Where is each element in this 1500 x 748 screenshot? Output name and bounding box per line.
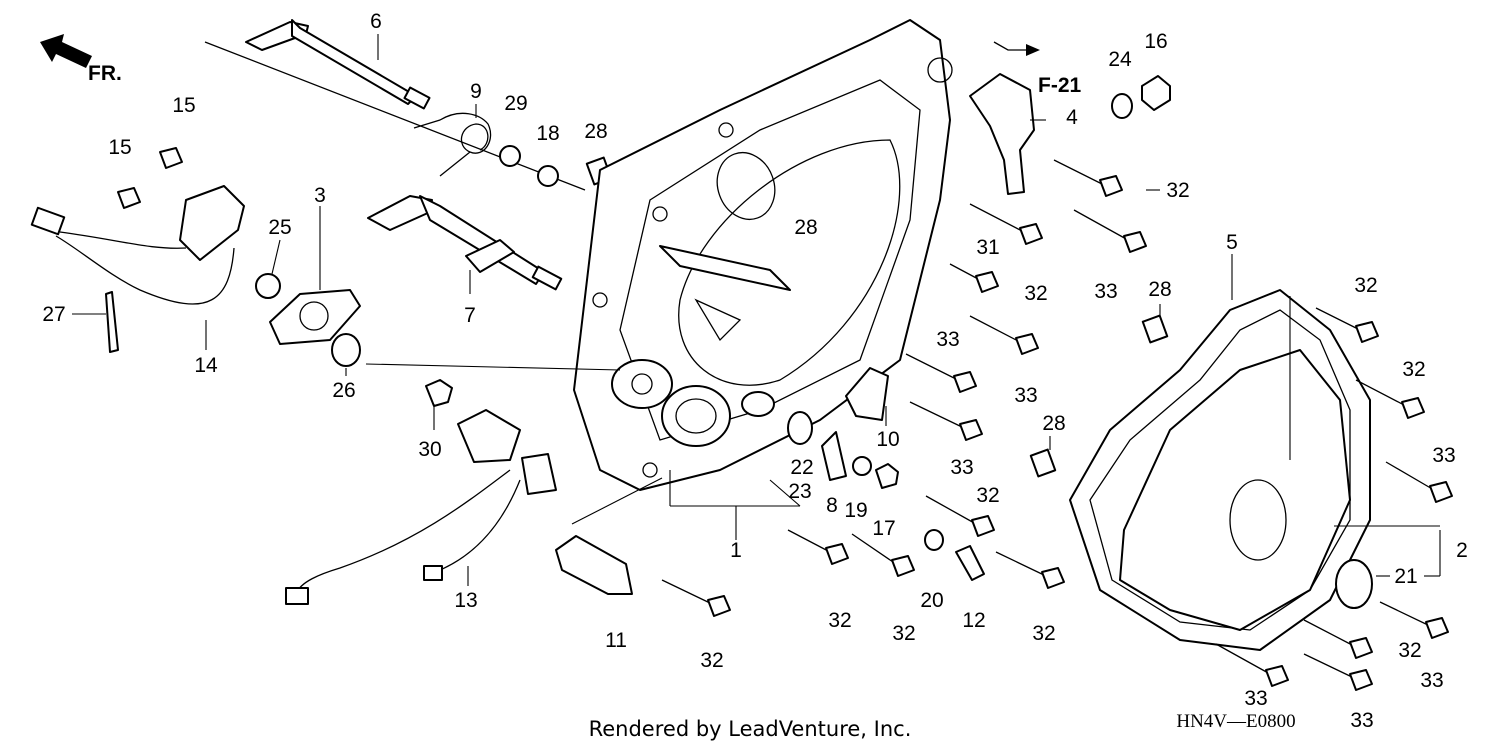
callout-17: 17 [872, 517, 895, 540]
o-ring-25-part [255, 273, 281, 299]
nut-17-part [875, 463, 899, 489]
shift-shaft-part [245, 19, 431, 110]
callout-13: 13 [454, 589, 477, 612]
ref-arrow-icon [993, 41, 1040, 56]
callout-20: 20 [920, 589, 943, 612]
callout-33c: 33 [1014, 384, 1037, 407]
callout-25: 25 [268, 216, 291, 239]
callout-33f: 33 [1420, 669, 1443, 692]
bolts-group [117, 147, 1453, 691]
callout-7: 7 [464, 304, 476, 327]
callout-32a: 32 [1166, 179, 1189, 202]
ref-label: F-21 [1038, 74, 1082, 97]
callout-33a: 33 [1094, 280, 1117, 303]
callout-33b: 33 [936, 328, 959, 351]
credit-text: Rendered by LeadVenture, Inc. [589, 717, 912, 741]
washer-19-part [852, 456, 872, 476]
rod-part [555, 535, 633, 595]
callout-labels: 1 2 3 4 5 6 7 8 9 10 11 12 13 14 15 15 1… [42, 10, 1468, 732]
callout-27: 27 [42, 303, 65, 326]
o-ring-26-part [331, 333, 361, 367]
collar-22-part [787, 411, 813, 445]
direction-label: FR. [88, 62, 122, 85]
callout-23a: 23 [788, 480, 811, 503]
circlip-part [499, 145, 521, 167]
callout-9: 9 [470, 80, 482, 103]
bracket-part [969, 73, 1035, 195]
callout-14: 14 [194, 354, 218, 377]
callout-3: 3 [314, 184, 326, 207]
callout-2: 2 [1456, 539, 1468, 562]
callout-10: 10 [876, 428, 899, 451]
crankcase-cover-part [573, 19, 953, 491]
guide-line [204, 41, 586, 191]
callout-18: 18 [536, 122, 559, 145]
callout-28c: 28 [1148, 278, 1171, 301]
diagram-code: HN4V—E0800 [1176, 711, 1295, 732]
sensor-harness-part [30, 185, 245, 305]
callout-32j: 32 [700, 649, 723, 672]
callout-33g: 33 [1244, 687, 1267, 710]
callout-12: 12 [962, 609, 985, 632]
callout-32f: 32 [1398, 639, 1421, 662]
callout-11: 11 [605, 629, 627, 652]
front-arrow-icon [40, 34, 92, 68]
dowel-pin-part [1029, 448, 1057, 478]
callout-32e: 32 [976, 484, 999, 507]
callout-28a: 28 [584, 120, 607, 143]
callout-8: 8 [826, 494, 838, 517]
callout-32c: 32 [1354, 274, 1377, 297]
callout-15a: 15 [172, 94, 195, 117]
callout-24: 24 [1108, 48, 1132, 71]
callout-33d: 33 [950, 456, 973, 479]
callout-33e: 33 [1432, 444, 1455, 467]
switch-12-part [955, 545, 985, 581]
drain-plug-part [1141, 75, 1171, 111]
callout-19: 19 [844, 499, 867, 522]
callout-16: 16 [1144, 30, 1167, 53]
switch-harness-part [285, 379, 557, 605]
oil-seal-holder-part [269, 289, 361, 345]
washer-20-part [924, 529, 944, 551]
side-cover-part [1069, 289, 1373, 651]
leader-lines [72, 34, 1441, 586]
sealing-washer-part [1111, 93, 1133, 119]
callout-32i: 32 [1032, 622, 1055, 645]
callout-1: 1 [730, 539, 742, 562]
callout-28b: 28 [794, 216, 817, 239]
callout-31: 31 [976, 236, 999, 259]
callout-21: 21 [1394, 565, 1417, 588]
callout-28d: 28 [1042, 412, 1065, 435]
callout-33h: 33 [1350, 709, 1373, 732]
callout-32d: 32 [1402, 358, 1425, 381]
callout-15b: 15 [108, 136, 131, 159]
callout-22: 22 [790, 456, 813, 479]
plate-8-part [821, 431, 847, 481]
callout-29: 29 [504, 92, 527, 115]
dowel-pin-part [1141, 314, 1169, 344]
washer-18-part [537, 165, 559, 187]
shift-arm-part [367, 195, 563, 291]
oil-seal-21-part [1335, 559, 1373, 609]
return-spring-part [413, 112, 492, 177]
bracket-10-part [845, 367, 889, 421]
callout-6: 6 [370, 10, 382, 33]
callout-32b: 32 [1024, 282, 1047, 305]
callout-30: 30 [418, 438, 441, 461]
callout-26: 26 [332, 379, 355, 402]
callout-4: 4 [1066, 106, 1078, 129]
clamp-part [105, 291, 119, 353]
callout-32h: 32 [892, 622, 915, 645]
callout-5: 5 [1226, 231, 1238, 254]
callout-32g: 32 [828, 609, 851, 632]
